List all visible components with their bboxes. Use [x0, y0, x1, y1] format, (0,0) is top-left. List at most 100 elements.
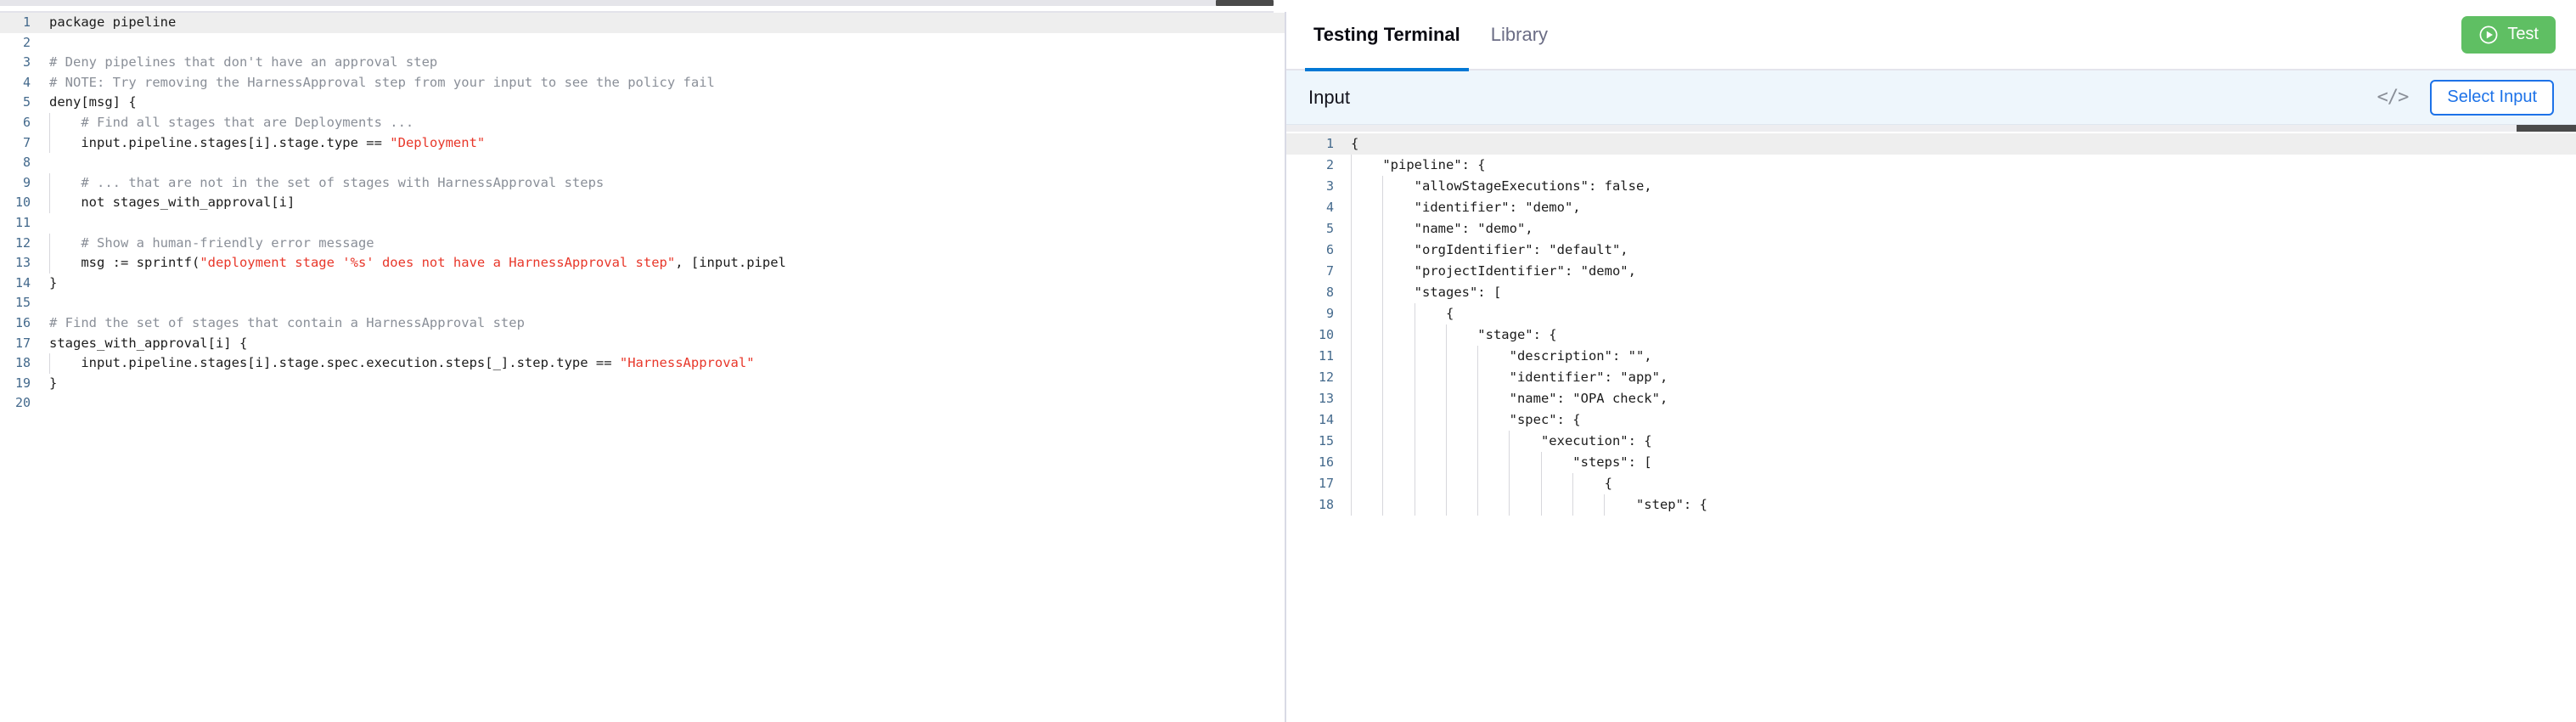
- json-line-row[interactable]: 7 "projectIdentifier": "demo",: [1286, 261, 2576, 282]
- json-line-row[interactable]: 10 "stage": {: [1286, 324, 2576, 346]
- indent-guide: [49, 353, 50, 374]
- indent-guide: [1351, 240, 1352, 261]
- indent-guide: [1445, 452, 1447, 473]
- code-line-text: msg := sprintf("deployment stage '%s' do…: [41, 253, 1285, 274]
- line-number: 11: [1318, 348, 1334, 364]
- tab-label: Library: [1490, 23, 1549, 45]
- line-number: 17: [1318, 476, 1334, 491]
- indent-guide: [1509, 473, 1510, 494]
- code-line-row[interactable]: 15: [0, 293, 1285, 313]
- play-circle-icon: [2478, 25, 2499, 45]
- code-line-row[interactable]: 16# Find the set of stages that contain …: [0, 313, 1285, 334]
- json-line-row[interactable]: 9 {: [1286, 303, 2576, 324]
- json-line-text: "orgIdentifier": "default",: [1346, 240, 2576, 261]
- indent-guide: [1351, 388, 1352, 409]
- indent-guide: [1445, 494, 1447, 516]
- indent-guide: [1604, 494, 1606, 516]
- line-number: 11: [14, 214, 31, 230]
- json-line-row[interactable]: 6 "orgIdentifier": "default",: [1286, 240, 2576, 261]
- line-number: 3: [1325, 178, 1334, 194]
- code-line-row[interactable]: 2: [0, 33, 1285, 54]
- code-line-row[interactable]: 10 not stages_with_approval[i]: [0, 193, 1285, 213]
- indent-guide: [1572, 473, 1573, 494]
- line-number: 10: [1318, 327, 1334, 342]
- json-line-row[interactable]: 13 "name": "OPA check",: [1286, 388, 2576, 409]
- json-line-row[interactable]: 5 "name": "demo",: [1286, 218, 2576, 240]
- json-line-row[interactable]: 1{: [1286, 133, 2576, 155]
- code-line-row[interactable]: 14}: [0, 274, 1285, 294]
- line-number: 7: [1325, 263, 1334, 279]
- json-line-text: "execution": {: [1346, 431, 2576, 452]
- code-line-row[interactable]: 18 input.pipeline.stages[i].stage.spec.e…: [0, 353, 1285, 374]
- policy-editor-horizontal-scrollbar[interactable]: [0, 0, 1286, 12]
- code-line-row[interactable]: 6 # Find all stages that are Deployments…: [0, 112, 1285, 133]
- code-line-row[interactable]: 11: [0, 213, 1285, 234]
- code-line-row[interactable]: 3# Deny pipelines that don't have an app…: [0, 53, 1285, 73]
- tab-testing-terminal[interactable]: Testing Terminal: [1298, 0, 1476, 71]
- test-button[interactable]: Test: [2461, 15, 2556, 54]
- indent-guide: [1477, 431, 1479, 452]
- code-line-row[interactable]: 9 # ... that are not in the set of stage…: [0, 172, 1285, 194]
- input-label: Input: [1308, 86, 1350, 108]
- line-number: 12: [14, 234, 31, 251]
- json-line-row[interactable]: 14 "spec": {: [1286, 409, 2576, 431]
- indent-guide: [1477, 409, 1479, 431]
- code-line-text: stages_with_approval[i] {: [49, 335, 248, 351]
- indent-guide: [1351, 494, 1352, 516]
- line-number: 2: [22, 34, 31, 50]
- input-json-scroll-area[interactable]: 1{2 "pipeline": {3 "allowStageExecutions…: [1286, 125, 2576, 722]
- indent-guide: [1351, 473, 1352, 494]
- json-line-row[interactable]: 15 "execution": {: [1286, 431, 2576, 452]
- indent-guide: [49, 253, 50, 274]
- json-line-text: "pipeline": {: [1346, 155, 2576, 176]
- editor-top-divider: [0, 11, 1274, 13]
- json-line-row[interactable]: 12 "identifier": "app",: [1286, 367, 2576, 388]
- code-line-text: # ... that are not in the set of stages …: [41, 172, 1285, 194]
- json-line-row[interactable]: 18 "step": {: [1286, 494, 2576, 516]
- json-line-text: "stage": {: [1346, 324, 2576, 346]
- json-line-row[interactable]: 4 "identifier": "demo",: [1286, 197, 2576, 218]
- json-line-row[interactable]: 16 "steps": [: [1286, 452, 2576, 473]
- code-line-row[interactable]: 7 input.pipeline.stages[i].stage.type ==…: [0, 133, 1285, 154]
- indent-guide: [1477, 494, 1479, 516]
- indent-guide: [1382, 240, 1384, 261]
- code-line-text: # Find all stages that are Deployments .…: [41, 112, 1285, 133]
- line-number: 12: [1318, 369, 1334, 385]
- input-scrollbar-thumb[interactable]: [2517, 125, 2576, 132]
- code-line-row[interactable]: 19}: [0, 374, 1285, 394]
- scrollbar-thumb[interactable]: [1216, 0, 1274, 6]
- json-line-row[interactable]: 11 "description": "",: [1286, 346, 2576, 367]
- indent-guide: [1445, 367, 1447, 388]
- line-number: 9: [1325, 306, 1334, 321]
- indent-guide: [1382, 176, 1384, 197]
- code-line-text: package pipeline: [41, 13, 1285, 33]
- select-input-button[interactable]: Select Input: [2430, 79, 2554, 116]
- line-number: 7: [22, 134, 31, 150]
- indent-guide: [1351, 261, 1352, 282]
- code-view-icon[interactable]: </>: [2376, 87, 2410, 108]
- indent-guide: [1351, 346, 1352, 367]
- code-line-row[interactable]: 4# NOTE: Try removing the HarnessApprova…: [0, 73, 1285, 93]
- code-line-row[interactable]: 13 msg := sprintf("deployment stage '%s'…: [0, 253, 1285, 274]
- json-line-row[interactable]: 8 "stages": [: [1286, 282, 2576, 303]
- json-line-row[interactable]: 3 "allowStageExecutions": false,: [1286, 176, 2576, 197]
- json-line-row[interactable]: 2 "pipeline": {: [1286, 155, 2576, 176]
- tab-library[interactable]: Library: [1476, 0, 1563, 70]
- code-line-row[interactable]: 8: [0, 153, 1285, 173]
- json-line-text: "projectIdentifier": "demo",: [1346, 261, 2576, 282]
- json-line-row[interactable]: 17 {: [1286, 473, 2576, 494]
- indent-guide: [1351, 431, 1352, 452]
- line-number: 13: [1318, 391, 1334, 406]
- code-line-text: [41, 293, 1285, 313]
- line-number: 18: [1318, 497, 1334, 512]
- indent-guide: [1445, 388, 1447, 409]
- line-number: 15: [1318, 433, 1334, 448]
- indent-guide: [1382, 346, 1384, 367]
- code-line-row[interactable]: 12 # Show a human-friendly error message: [0, 233, 1285, 254]
- code-line-row[interactable]: 20: [0, 393, 1285, 414]
